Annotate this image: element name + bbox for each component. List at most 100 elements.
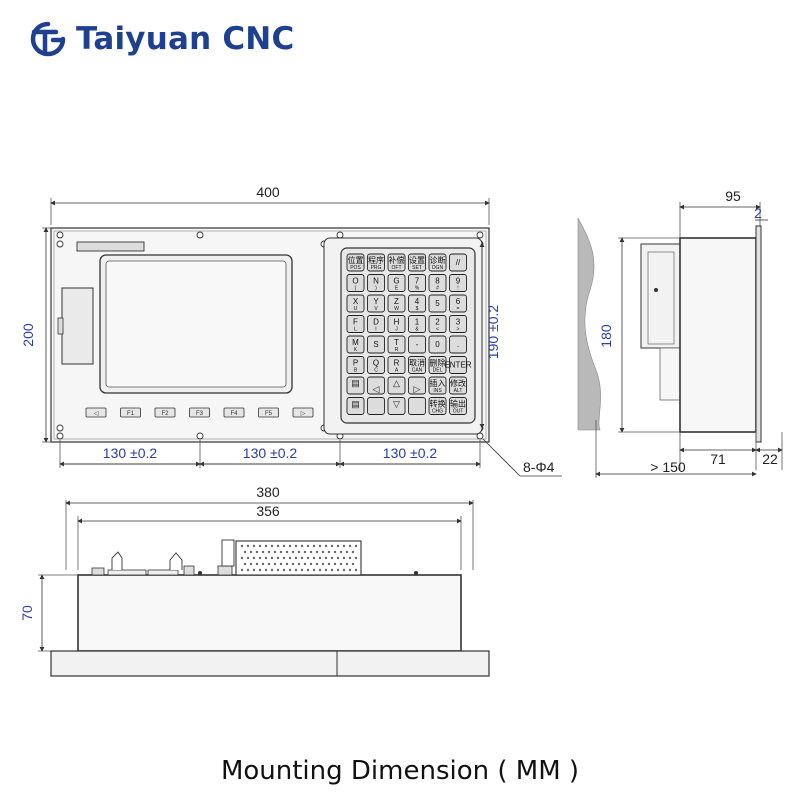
grille-hole (348, 556, 352, 560)
keypad-key[interactable] (367, 397, 385, 415)
keypad-key-sublabel: J (395, 327, 398, 333)
grille-hole (345, 550, 349, 554)
function-key[interactable] (85, 407, 107, 418)
keypad-key[interactable] (387, 274, 406, 292)
grille-hole (243, 562, 247, 566)
keypad-key-sublabel: ! (457, 286, 458, 292)
keypad-key[interactable] (346, 253, 365, 272)
keypad-key[interactable] (428, 356, 447, 374)
keypad-key[interactable] (449, 253, 467, 272)
keypad-key[interactable] (346, 376, 365, 395)
keypad-key[interactable] (387, 356, 406, 374)
keypad-key[interactable] (387, 376, 406, 395)
function-key[interactable] (292, 407, 314, 418)
nameplate (76, 241, 145, 252)
keypad-key[interactable] (449, 335, 467, 354)
keypad-key[interactable] (367, 274, 385, 292)
keypad-key-label: 7 (415, 277, 420, 286)
top-front-panel (50, 650, 490, 677)
dim-top-width-inner: 356 (256, 503, 280, 519)
keypad-key[interactable] (408, 376, 426, 395)
function-key[interactable] (223, 407, 245, 418)
grille-hole (336, 544, 340, 548)
grille-hole (258, 556, 262, 560)
keypad-arrow-icon: ▤ (351, 378, 360, 388)
grille-hole (345, 562, 349, 566)
dim-side-front-depth: 22 (762, 451, 778, 467)
keypad-key[interactable] (428, 376, 447, 395)
keypad-key-sublabel: DEL (433, 368, 443, 374)
keypad-key-sublabel: & (415, 327, 419, 333)
keypad-key-sublabel: $ (416, 306, 419, 312)
grille-hole (327, 550, 331, 554)
keypad-key[interactable] (367, 253, 385, 272)
keypad-key-label: M (352, 338, 359, 347)
keypad-key[interactable] (428, 274, 447, 292)
grille-hole (336, 556, 340, 560)
keypad-key-label: S (373, 340, 378, 349)
grille-hole (240, 544, 244, 548)
keypad-key[interactable] (367, 315, 385, 333)
keypad-key[interactable] (346, 274, 365, 292)
keypad-key[interactable] (367, 335, 385, 354)
keypad-key[interactable] (449, 274, 467, 292)
grille-hole (300, 568, 304, 572)
grille-hole (246, 556, 250, 560)
keypad-key[interactable] (367, 356, 385, 374)
keypad-key[interactable] (346, 294, 365, 313)
grille-hole (318, 556, 322, 560)
keypad-key-sublabel: # (436, 286, 439, 292)
keypad-key[interactable] (428, 397, 447, 415)
function-key[interactable] (154, 407, 176, 418)
keypad-key[interactable] (387, 294, 406, 313)
function-key[interactable] (120, 407, 141, 418)
keypad-key[interactable] (346, 397, 365, 415)
grille-hole (288, 568, 292, 572)
keypad-key[interactable] (408, 274, 426, 292)
keypad-key[interactable] (449, 397, 467, 415)
keypad-key[interactable] (449, 315, 467, 333)
keypad-key[interactable] (408, 397, 426, 415)
dim-holes: 8-Φ4 (523, 459, 555, 475)
function-key[interactable] (189, 407, 210, 418)
grille-hole (240, 568, 244, 572)
keypad-key[interactable] (428, 335, 447, 354)
keypad-key[interactable] (346, 335, 365, 354)
keypad-key-sublabel: OUT (453, 409, 464, 415)
grille-hole (288, 544, 292, 548)
keypad-key[interactable] (428, 253, 447, 272)
keypad-key-label: P (353, 359, 358, 368)
keypad-key[interactable] (449, 376, 467, 395)
keypad-key-sublabel: = (457, 306, 460, 312)
keypad-key[interactable] (387, 253, 406, 272)
keypad-key[interactable] (428, 294, 447, 313)
keypad-key[interactable] (387, 397, 406, 415)
keypad-key[interactable] (449, 356, 467, 374)
keypad-key[interactable] (408, 294, 426, 313)
keypad-key[interactable] (449, 294, 467, 313)
keypad-key-sublabel: I (375, 327, 376, 333)
keypad-key[interactable] (387, 315, 406, 333)
keypad-key-sublabel: CAN (412, 368, 423, 374)
grille-hole (336, 568, 340, 572)
keypad-key[interactable] (428, 315, 447, 333)
keypad-key[interactable] (408, 335, 426, 354)
keypad-key[interactable] (408, 315, 426, 333)
keypad-key[interactable] (408, 356, 426, 374)
caption: Mounting Dimension ( MM ) (220, 756, 580, 786)
keypad-key[interactable] (346, 356, 365, 374)
keypad-key-sublabel: R (395, 347, 399, 353)
grille-hole (321, 562, 325, 566)
keypad-key-label: 9 (456, 277, 461, 286)
function-key[interactable] (258, 407, 279, 418)
keypad-key[interactable] (346, 315, 365, 333)
keypad-key[interactable] (387, 335, 406, 354)
keypad-key[interactable] (367, 294, 385, 313)
keypad-key[interactable] (408, 253, 426, 272)
keypad-key-sublabel: E (395, 286, 399, 292)
grille-hole (339, 550, 343, 554)
grille-hole (303, 550, 307, 554)
keypad-key-sublabel: V (374, 306, 378, 312)
keypad-key[interactable] (367, 376, 385, 395)
